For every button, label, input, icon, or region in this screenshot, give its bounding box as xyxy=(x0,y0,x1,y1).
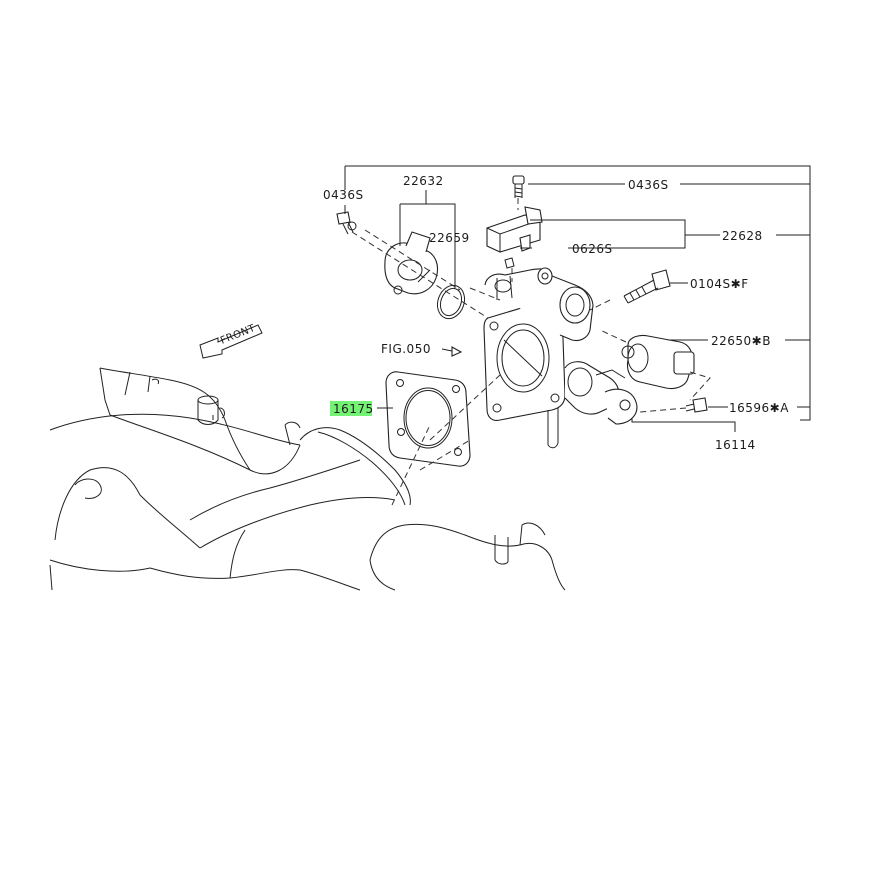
bolt-16596 xyxy=(685,397,708,413)
map-sensor-22628 xyxy=(486,206,543,269)
screw-0436s-left xyxy=(336,211,357,235)
assembly-lines xyxy=(351,198,711,506)
callout-22628: 22628 xyxy=(722,229,763,243)
callout-16596: 16596✱A xyxy=(729,401,789,415)
callout-labels: 0436S 22632 22659 0436S 22628 0626S 0104… xyxy=(323,174,789,452)
callout-fig050: FIG.050 xyxy=(381,342,431,356)
o-ring-inner xyxy=(439,287,463,317)
bolt-0104s xyxy=(623,269,671,304)
callout-0436s-left: 0436S xyxy=(323,188,364,202)
throttle-body-16114 xyxy=(483,267,638,449)
callout-22659: 22659 xyxy=(429,231,470,245)
callout-0104s: 0104S✱F xyxy=(690,277,749,291)
o-ring-22659 xyxy=(436,284,466,320)
callout-16175: 16175 xyxy=(333,402,374,416)
sensor-22632 xyxy=(384,231,439,295)
callout-22650: 22650✱B xyxy=(711,334,771,348)
front-arrow: FRONT xyxy=(199,323,263,359)
gasket-16175 xyxy=(385,371,471,467)
callout-22632: 22632 xyxy=(403,174,444,188)
highlight-16175 xyxy=(330,401,372,416)
callout-0436s-right: 0436S xyxy=(628,178,669,192)
leader-lines xyxy=(344,165,811,432)
screw-0436s-top xyxy=(512,175,525,198)
isc-valve-22650 xyxy=(621,334,695,390)
callout-16114: 16114 xyxy=(715,438,756,452)
callout-0626s: 0626S xyxy=(572,242,613,256)
intake-manifold xyxy=(49,367,566,591)
